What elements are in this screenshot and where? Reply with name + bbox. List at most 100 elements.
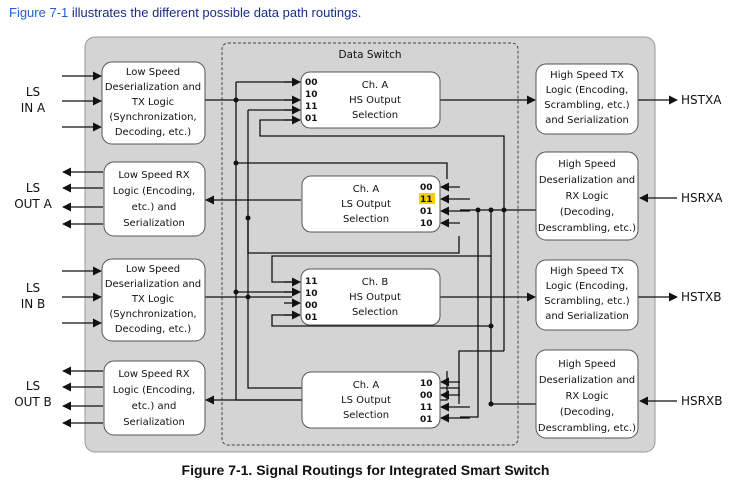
ls-rx-a-block: Low Speed RX Logic (Encoding, etc.) and …: [103, 161, 206, 237]
ch-b-hs-port: 10: [305, 289, 318, 299]
ch-a-ls1-title: Ch. A: [353, 184, 380, 195]
ls-out-b-label-line1: LS: [26, 379, 40, 393]
ls-tx-b-line: Low Speed: [126, 264, 180, 275]
ch-a-ls2-port: 00: [420, 391, 433, 401]
hs-rx-b-line: RX Logic: [565, 391, 608, 402]
wire-junctions: [233, 97, 507, 407]
ls-out-a-label-line2: OUT A: [14, 197, 52, 211]
ch-a-hs-port: 10: [305, 90, 318, 100]
ch-a-ls2-title: Selection: [343, 410, 389, 421]
ch-a-ls2-port: 11: [420, 403, 433, 413]
ch-a-hs-port: 00: [305, 78, 318, 88]
ch-a-ls2-port: 10: [420, 379, 433, 389]
ls-tx-a-line: (Synchronization,: [109, 112, 196, 123]
hs-tx-b-line: and Serialization: [545, 311, 629, 322]
hs-tx-a-line: and Serialization: [545, 115, 629, 126]
ch-a-ls1-port: 00: [420, 183, 433, 193]
hs-tx-a-block: High Speed TX Logic (Encoding, Scramblin…: [535, 63, 639, 135]
hstxb-label: HSTXB: [681, 290, 721, 304]
ch-b-hs-title: HS Output: [349, 292, 401, 303]
left-signal-labels: LS IN A LS OUT A LS IN B LS OUT B: [14, 85, 52, 409]
ls-tx-a-line: TX Logic: [131, 97, 174, 108]
ch-b-hs-output-selection: Ch. B HS Output Selection 11 10 00 01: [300, 268, 441, 326]
ls-rx-a-line: Logic (Encoding,: [113, 186, 195, 197]
ls-tx-a-line: Low Speed: [126, 67, 180, 78]
hs-rx-b-line: Deserialization and: [539, 375, 635, 386]
ls-tx-b-line: Deserialization and: [105, 279, 201, 290]
ls-tx-b-block: Low Speed Deserialization and TX Logic (…: [101, 258, 206, 342]
ls-tx-a-line: Decoding, etc.): [115, 127, 191, 138]
ls-rx-a-line: etc.) and: [132, 202, 177, 213]
ls-out-b-label-line2: OUT B: [14, 395, 52, 409]
hs-rx-b-line: High Speed: [558, 359, 616, 370]
hs-tx-b-line: Logic (Encoding,: [546, 281, 628, 292]
figure-reference-link[interactable]: Figure 7-1: [9, 5, 69, 20]
ch-b-hs-port: 01: [305, 313, 318, 323]
data-switch-label: Data Switch: [338, 49, 401, 61]
ch-a-ls2-title: Ch. A: [353, 380, 380, 391]
ch-a-hs-title: Ch. A: [362, 80, 389, 91]
hsrxb-label: HSRXB: [681, 394, 722, 408]
ch-a-ls1-title: LS Output: [341, 199, 391, 210]
right-signal-labels: HSTXA HSRXA HSTXB HSRXB: [681, 93, 723, 408]
ch-a-hs-output-selection: Ch. A HS Output Selection 00 10 11 01: [300, 71, 441, 129]
ls-rx-b-line: Logic (Encoding,: [113, 385, 195, 396]
signal-arrows: [62, 71, 678, 428]
hs-rx-a-line: High Speed: [558, 159, 616, 170]
hs-rx-a-line: Descrambling, etc.): [538, 223, 636, 234]
hsrxa-label: HSRXA: [681, 191, 723, 205]
highlight-mark: [419, 193, 435, 204]
ch-a-hs-port: 11: [305, 102, 318, 112]
ls-in-a-label-line1: LS: [26, 85, 40, 99]
ch-a-hs-title: Selection: [352, 110, 398, 121]
hstxa-label: HSTXA: [681, 93, 722, 107]
ch-b-hs-title: Ch. B: [362, 277, 389, 288]
ch-a-ls2-port: 01: [420, 415, 433, 425]
ls-rx-a-line: Serialization: [123, 218, 185, 229]
intro-sentence: illustrates the different possible data …: [68, 5, 362, 20]
ch-a-ls1-title: Selection: [343, 214, 389, 225]
ch-a-ls1-port: 10: [420, 219, 433, 229]
hs-tx-b-block: High Speed TX Logic (Encoding, Scramblin…: [535, 259, 639, 331]
hs-tx-b-line: Scrambling, etc.): [544, 296, 630, 307]
ch-a-ls-output-selection-1: Ch. A LS Output Selection 00 11 01 10: [301, 175, 441, 233]
hs-tx-a-line: High Speed TX: [550, 70, 624, 81]
data-switch-region: [221, 42, 519, 446]
ls-in-b-label-line2: IN B: [21, 297, 46, 311]
ch-a-ls-output-selection-2: Ch. A LS Output Selection 10 00 11 01: [301, 371, 441, 429]
figure-caption: Figure 7-1. Signal Routings for Integrat…: [181, 462, 550, 478]
intro-text: Figure 7-1 illustrates the different pos…: [9, 5, 361, 20]
hs-tx-a-line: Scrambling, etc.): [544, 100, 630, 111]
ch-a-ls2-title: LS Output: [341, 395, 391, 406]
hs-rx-b-line: Descrambling, etc.): [538, 423, 636, 434]
selector-input-arrows: [284, 77, 470, 423]
ch-b-hs-port: 11: [305, 277, 318, 287]
ls-tx-a-block: Low Speed Deserialization and TX Logic (…: [101, 61, 206, 145]
ch-a-hs-port: 01: [305, 114, 318, 124]
ls-rx-b-line: etc.) and: [132, 401, 177, 412]
hs-rx-b-block: High Speed Deserialization and RX Logic …: [535, 349, 639, 439]
hs-rx-a-line: (Decoding,: [560, 207, 614, 218]
ch-a-ls1-port: 11: [420, 195, 433, 205]
ls-rx-a-line: Low Speed RX: [118, 170, 189, 181]
ch-b-hs-title: Selection: [352, 307, 398, 318]
ls-tx-b-line: Decoding, etc.): [115, 324, 191, 335]
ls-in-b-label-line1: LS: [26, 281, 40, 295]
hs-rx-a-line: RX Logic: [565, 191, 608, 202]
ch-a-ls1-port: 01: [420, 207, 433, 217]
hs-rx-b-line: (Decoding,: [560, 407, 614, 418]
ls-rx-b-block: Low Speed RX Logic (Encoding, etc.) and …: [103, 360, 206, 436]
ls-tx-b-line: TX Logic: [131, 294, 174, 305]
hs-tx-b-line: High Speed TX: [550, 266, 624, 277]
ls-rx-b-line: Serialization: [123, 417, 185, 428]
ls-tx-b-line: (Synchronization,: [109, 309, 196, 320]
ls-tx-a-line: Deserialization and: [105, 82, 201, 93]
ch-b-hs-port: 00: [305, 301, 318, 311]
ls-out-a-label-line1: LS: [26, 181, 40, 195]
ls-in-a-label-line2: IN A: [21, 101, 46, 115]
ls-rx-b-line: Low Speed RX: [118, 369, 189, 380]
hs-tx-a-line: Logic (Encoding,: [546, 85, 628, 96]
ch-a-hs-title: HS Output: [349, 95, 401, 106]
hs-rx-a-block: High Speed Deserialization and RX Logic …: [535, 151, 639, 241]
